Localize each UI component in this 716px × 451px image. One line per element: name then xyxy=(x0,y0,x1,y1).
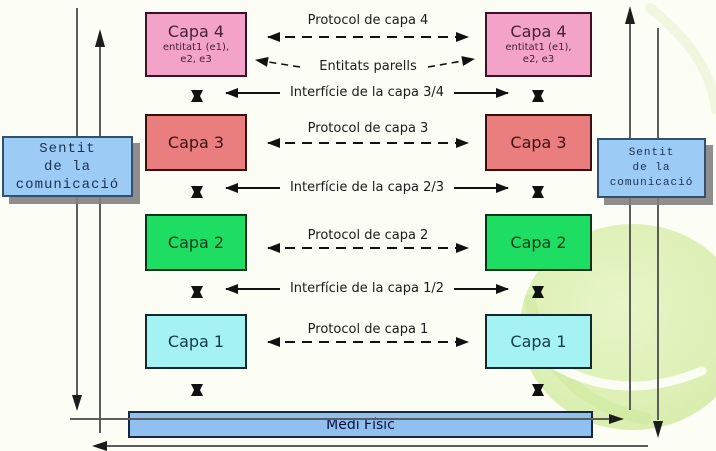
layer-box-capa3-left: Capa 3 xyxy=(145,114,247,171)
layer-box-capa4-right: Capa 4 entitat1 (e1), e2, e3 xyxy=(485,12,592,77)
flow-arrow-bottom-left xyxy=(92,441,648,451)
physical-medium-label: Medi Físic xyxy=(326,416,395,433)
layer-title: Capa 2 xyxy=(167,232,225,252)
layer-title: Capa 4 xyxy=(510,22,567,41)
layer-title: Capa 2 xyxy=(510,232,567,252)
layer-box-capa2-left: Capa 2 xyxy=(145,214,247,271)
peer-entities-label: Entitats parells xyxy=(319,59,417,74)
layer-title: Capa 1 xyxy=(167,331,225,351)
layer-title: Capa 4 xyxy=(167,22,225,41)
interface-label-capa1-2: Interfície de la capa 1/2 xyxy=(289,281,445,296)
layer-box-capa3-right: Capa 3 xyxy=(485,114,592,171)
flow-line-right-up xyxy=(625,6,635,410)
interface-label-capa3-4: Interfície de la capa 3/4 xyxy=(289,85,445,100)
communication-direction-box-right: Sentit de la comunicació xyxy=(597,138,706,198)
flow-line-left-up xyxy=(95,29,105,433)
communication-direction-box-left: Sentit de la comunicació xyxy=(2,136,133,197)
layer-title: Capa 3 xyxy=(167,132,225,152)
layer-title: Capa 1 xyxy=(510,331,567,351)
flow-line-right-down xyxy=(653,28,663,438)
layer-entities: entitat1 (e1), e2, e3 xyxy=(505,42,572,65)
interface-label-capa2-3: Interfície de la capa 2/3 xyxy=(289,180,445,195)
layer-title: Capa 3 xyxy=(510,132,567,152)
flow-line-left-down xyxy=(72,8,82,411)
layer-box-capa1-left: Capa 1 xyxy=(145,314,247,369)
protocol-label-capa2: Protocol de capa 2 xyxy=(307,228,429,243)
layer-box-capa4-left: Capa 4 entitat1 (e1), e2, e3 xyxy=(145,12,247,77)
physical-medium-bar: Medi Físic xyxy=(128,411,593,438)
protocol-label-capa4: Protocol de capa 4 xyxy=(307,13,429,28)
protocol-label-capa3: Protocol de capa 3 xyxy=(307,121,429,136)
protocol-label-capa1: Protocol de capa 1 xyxy=(307,322,429,337)
layer-box-capa2-right: Capa 2 xyxy=(485,214,592,271)
layer-box-capa1-right: Capa 1 xyxy=(485,314,592,369)
layer-entities: entitat1 (e1), e2, e3 xyxy=(162,42,230,65)
